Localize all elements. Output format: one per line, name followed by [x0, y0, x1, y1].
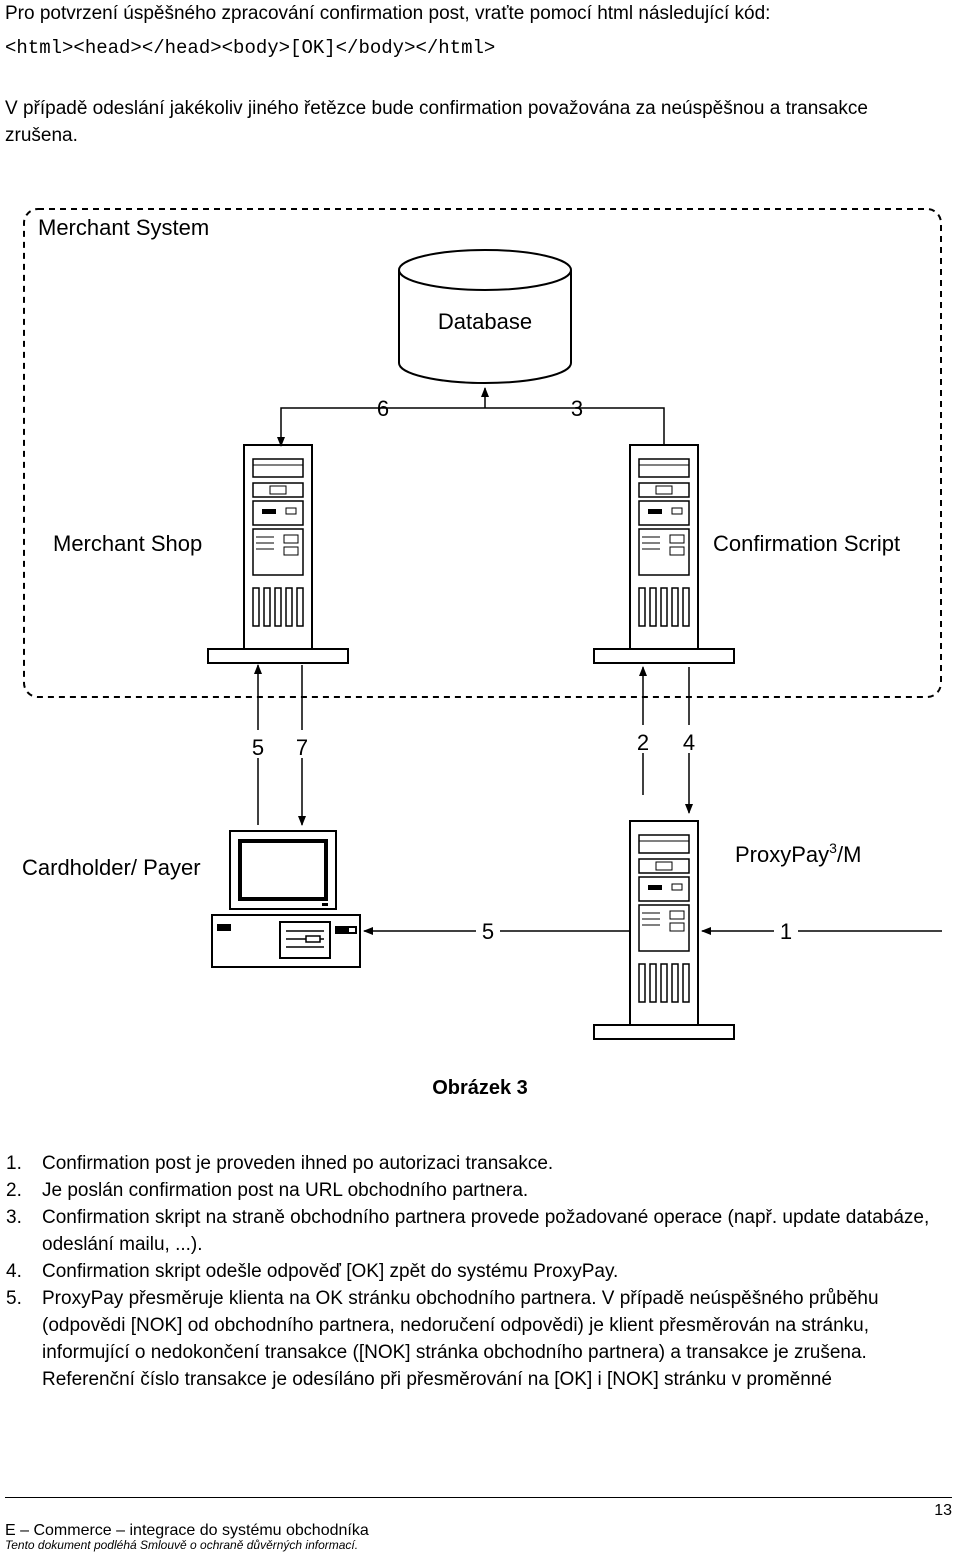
- list-item: 2. Je poslán confirmation post na URL obc…: [0, 1177, 960, 1204]
- merchant-system-label: Merchant System: [38, 215, 209, 240]
- intro-text: Pro potvrzení úspěšného zpracování confi…: [5, 3, 771, 24]
- list-item-text: Confirmation skript na straně obchodního…: [42, 1207, 930, 1255]
- arrow-label-5: 5: [252, 735, 264, 760]
- list-item: 4. Confirmation skript odešle odpověď [OK…: [0, 1258, 960, 1285]
- figure-caption: Obrázek 3: [432, 1077, 528, 1099]
- merchant-shop-server-icon: [207, 444, 349, 664]
- proxypay-label: ProxyPay3/M: [735, 840, 861, 867]
- cardholder-label: Cardholder/ Payer: [22, 855, 201, 880]
- footer-divider: [5, 1497, 952, 1498]
- arrow-label-1: 1: [780, 919, 792, 944]
- list-item-number: 1.: [6, 1153, 22, 1174]
- arrow-label-3: 3: [571, 396, 583, 421]
- list-item-text: Je poslán confirmation post na URL obcho…: [42, 1180, 529, 1201]
- page-number: 13: [934, 1502, 952, 1519]
- list-item-number: 5.: [6, 1288, 22, 1309]
- list-item-number: 3.: [6, 1207, 22, 1228]
- merchant-shop-label: Merchant Shop: [53, 531, 202, 556]
- steps-list: 1. Confirmation post je proveden ihned po…: [0, 1150, 960, 1393]
- list-item-text: ProxyPay přesměruje klienta na OK stránk…: [42, 1288, 879, 1363]
- list-item: 5. ProxyPay přesměruje klienta na OK strá…: [0, 1285, 960, 1393]
- footer-title: E – Commerce – integrace do systému obch…: [5, 1522, 369, 1539]
- list-item-number: 2.: [6, 1180, 22, 1201]
- confirmation-script-label: Confirmation Script: [713, 531, 900, 556]
- arrow-label-2: 2: [637, 730, 649, 755]
- arrow-label-5-horizontal: 5: [482, 919, 494, 944]
- code-snippet: <html><head></head><body>[OK]</body></ht…: [5, 37, 496, 59]
- database-icon: [398, 249, 572, 384]
- intro-text-2: V případě odeslání jakékoliv jiného řetě…: [5, 98, 868, 146]
- list-item-extra-text: Referenční číslo transakce je odesíláno …: [42, 1369, 832, 1390]
- arrow-label-7: 7: [296, 735, 308, 760]
- cardholder-computer-icon: [211, 830, 361, 968]
- flow-diagram: Merchant System Database Merchant Shop C…: [22, 208, 942, 1040]
- arrow-label-6: 6: [377, 396, 389, 421]
- database-label: Database: [438, 309, 532, 334]
- list-item: 1. Confirmation post je proveden ihned po…: [0, 1150, 960, 1177]
- list-item: 3. Confirmation skript na straně obchodní…: [0, 1204, 960, 1258]
- footer-note: Tento dokument podléhá Smlouvě o ochraně…: [5, 1538, 359, 1552]
- list-item-text: Confirmation post je proveden ihned po a…: [42, 1153, 554, 1174]
- proxypay-server-icon: [593, 820, 735, 1040]
- arrow-label-4: 4: [683, 730, 695, 755]
- list-item-text: Confirmation skript odešle odpověď [OK] …: [42, 1261, 619, 1282]
- list-item-number: 4.: [6, 1261, 22, 1282]
